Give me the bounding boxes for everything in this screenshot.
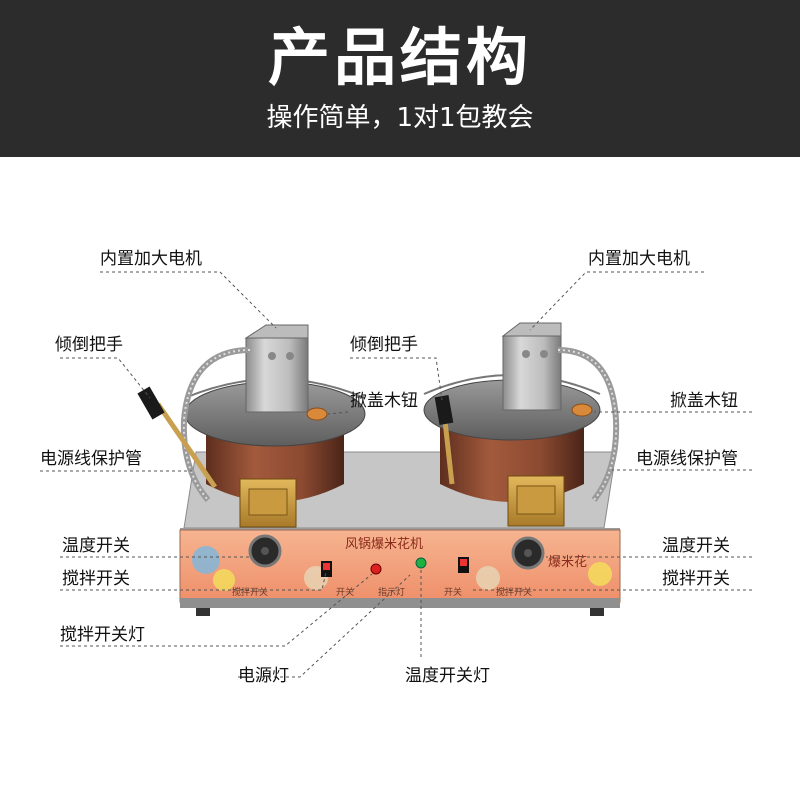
label-power-light: 电源灯 xyxy=(238,666,289,686)
right-panel-caption: 搅拌开关 xyxy=(496,586,532,598)
left-pour-handle[interactable] xyxy=(137,386,218,489)
label-temp-light: 温度开关灯 xyxy=(405,666,490,686)
right-pour-handle[interactable] xyxy=(434,394,455,485)
left-kettle xyxy=(184,378,366,502)
label-temp-switch-right: 温度开关 xyxy=(662,536,730,556)
right-logo-text: 爆米花 xyxy=(548,554,587,570)
page-title: 产品结构 xyxy=(267,21,532,94)
page-subtitle: 操作简单，1对1包教会 xyxy=(266,103,534,133)
header-banner: 产品结构 操作简单，1对1包教会 xyxy=(0,0,800,157)
label-motor-left: 内置加大电机 xyxy=(100,249,202,269)
left-brass-bracket xyxy=(239,478,297,528)
label-handle-left: 倾倒把手 xyxy=(55,335,123,355)
temperature-indicator-light xyxy=(415,557,427,569)
stir-indicator-light xyxy=(370,563,382,575)
label-stir-switch-right: 搅拌开关 xyxy=(662,569,730,589)
temperature-knob-right[interactable] xyxy=(511,536,545,570)
right-brass-bracket xyxy=(507,475,565,527)
lid-knob-right[interactable] xyxy=(571,403,593,417)
stir-switch-right[interactable] xyxy=(458,557,469,573)
label-handle-center: 倾倒把手 xyxy=(350,335,418,355)
front-panel: 风锅爆米花机 爆米花 搅拌开关 开关 指示灯 开关 搅拌开关 xyxy=(179,529,621,616)
panel-title: 风锅爆米花机 xyxy=(345,536,423,552)
right-motor-housing xyxy=(501,322,562,411)
left-gooseneck-cord xyxy=(180,347,251,502)
temperature-knob-left[interactable] xyxy=(248,534,282,568)
label-stir-switch-left: 搅拌开关 xyxy=(62,569,130,589)
right-gooseneck-cord xyxy=(557,347,620,502)
stir-switch-left[interactable] xyxy=(321,561,332,577)
callout-lines xyxy=(40,271,752,678)
lid-knob-center[interactable] xyxy=(306,407,328,421)
label-cord-left: 电源线保护管 xyxy=(40,449,142,469)
left-motor-housing xyxy=(244,324,309,413)
left-panel-caption: 搅拌开关 xyxy=(232,586,268,598)
switch-caption-left: 开关 xyxy=(336,586,354,598)
label-cord-right: 电源线保护管 xyxy=(636,449,738,469)
switch-caption-right: 开关 xyxy=(444,586,462,598)
label-lid-knob-right: 掀盖木钮 xyxy=(670,391,738,411)
label-lid-knob-center: 掀盖木钮 xyxy=(350,391,418,411)
label-temp-switch-left: 温度开关 xyxy=(62,536,130,556)
label-motor-right: 内置加大电机 xyxy=(588,249,690,269)
label-stir-light: 搅拌开关灯 xyxy=(60,625,145,645)
